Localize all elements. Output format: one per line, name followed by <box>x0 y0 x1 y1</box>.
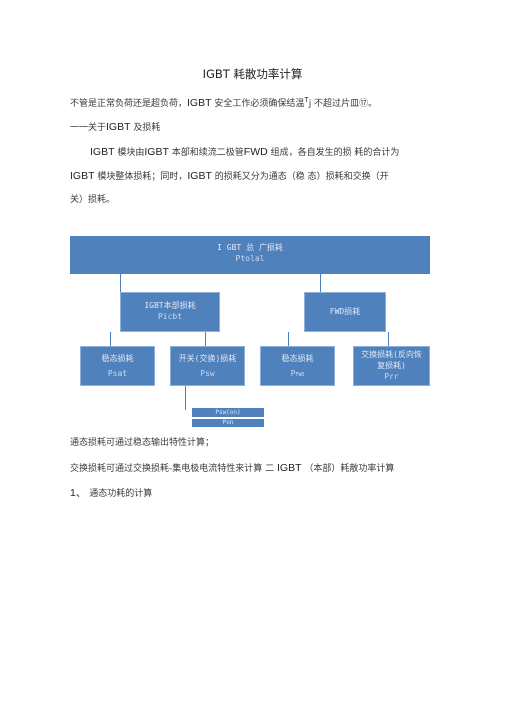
after2-text-b: （本部）耗散功率计算 <box>301 464 395 474</box>
after-line-2: 交换损耗可通过交换损耗-集电极电流特性来计算 二 IGBT （本部）耗散功率计算 <box>70 462 394 476</box>
intro-igbt: IGBT <box>187 97 212 109</box>
sat-box: 稳态损耗 Psat <box>80 346 155 386</box>
after-line-3: 1、 通态功耗的计算 <box>70 487 152 501</box>
root-box-symbol: Ptolal <box>235 254 265 263</box>
after3-number: 1、 <box>70 487 87 499</box>
connector-root-igbt <box>120 274 121 292</box>
fwd-sw-box-title: 交换损耗(反向恢 <box>361 350 422 359</box>
p2-igbt: IGBT <box>70 170 95 182</box>
intro-text-b: 安全工作必须确保结温 <box>211 99 305 109</box>
fwd-box: FWD损耗 <box>304 292 386 332</box>
fwd-sw-box-title-2: 复损耗) <box>377 361 406 370</box>
p1-text-b: 本部和续流二极管 <box>168 148 244 158</box>
section1-igbt: IGBT <box>106 121 131 133</box>
p1-igbt1: IGBT <box>90 146 115 158</box>
after2-text-a: 交换损耗可通过交换损耗-集电极电流特性来计算 二 <box>70 464 277 474</box>
intro-sup: T <box>304 97 309 104</box>
igbt-box: IGBT本部损耗 Picbt <box>120 292 220 332</box>
fwd-sw-box-symbol: Prr <box>384 372 399 381</box>
fwd-sat-box: 稳态损耗 PFWD <box>260 346 335 386</box>
connector-fwd-sw <box>388 332 389 346</box>
after-line-1: 通态损耗可通过稳态输出特性计算； <box>70 438 215 448</box>
connector-sw-on <box>185 386 186 410</box>
root-box: I GBT 总 广损耗 Ptolal <box>70 236 430 274</box>
intro-paragraph: 不管是正常负荷还是超负荷，IGBT 安全工作必须确保结温Tj 不超过片皿⑰。 <box>70 94 377 111</box>
igbt-box-symbol: Picbt <box>157 312 183 321</box>
p1-text-c: 组成，各自发生的损 耗的合计为 <box>267 148 400 158</box>
intro-text-c: j 不超过 <box>308 99 342 109</box>
fwd-sat-box-title: 稳态损耗 <box>281 354 314 363</box>
document-title: IGBT 耗散功率计算 <box>202 67 303 81</box>
sat-box-title: 稳态损耗 <box>101 354 134 363</box>
section1-suffix: 及损耗 <box>130 123 161 133</box>
fwd-sat-symbol-sub: FWD <box>295 372 305 378</box>
sat-box-symbol: Psat <box>107 369 128 378</box>
p1-igbt2: IGBT <box>144 146 169 158</box>
p1-fwd: FWD <box>243 146 268 158</box>
connector-igbt-sw <box>205 332 206 346</box>
psw-on-box: Psw(on) <box>192 408 264 417</box>
connector-fwd-sat <box>288 332 289 346</box>
loss-breakdown-diagram: I GBT 总 广损耗 Ptolal IGBT本部损耗 Picbt FWD损耗 … <box>70 236 430 427</box>
body-line-3: 关）损耗。 <box>70 195 116 205</box>
p2-text-a: 模块整体损耗；同时， <box>94 172 188 182</box>
fwd-sat-symbol-main: P <box>290 369 296 378</box>
body-line-1: IGBT 模块由IGBT 本部和续流二极管FWD 组成，各自发生的损 耗的合计为 <box>90 146 399 160</box>
section1-prefix: 一一关于 <box>70 123 107 133</box>
section-heading-1: 一一关于IGBT 及损耗 <box>70 121 160 135</box>
body-line-2: IGBT 模块整体损耗；同时，IGBT 的损耗又分为通态（稳 态）损耗和交换（开 <box>70 170 389 184</box>
intro-text-a: 不管是正常负荷还是超负荷， <box>70 99 188 109</box>
fwd-box-title: FWD损耗 <box>329 307 361 316</box>
connector-igbt-sat <box>110 332 111 346</box>
after3-text: 通态功耗的计算 <box>86 489 153 499</box>
sw-box: 开关(交换)损耗 Psw <box>170 346 245 386</box>
pon-box: Pon <box>192 419 264 427</box>
igbt-box-title: IGBT本部损耗 <box>144 301 196 310</box>
after2-igbt: IGBT <box>276 462 302 474</box>
p2-igbt2: IGBT <box>187 170 212 182</box>
p2-text-b: 的损耗又分为通态（稳 态）损耗和交换（开 <box>211 172 389 182</box>
intro-text-d: 片皿⑰。 <box>341 99 378 109</box>
fwd-sw-box: 交换损耗(反向恢 复损耗) Prr <box>353 346 430 386</box>
fwd-sat-box-symbol: PFWD <box>261 368 334 381</box>
connector-root-fwd <box>320 274 321 292</box>
root-box-title: I GBT 总 广损耗 <box>217 243 283 252</box>
sw-box-title: 开关(交换)损耗 <box>178 354 237 363</box>
p1-text-a: 模块由 <box>114 148 145 158</box>
sw-box-symbol: Psw <box>200 369 215 378</box>
